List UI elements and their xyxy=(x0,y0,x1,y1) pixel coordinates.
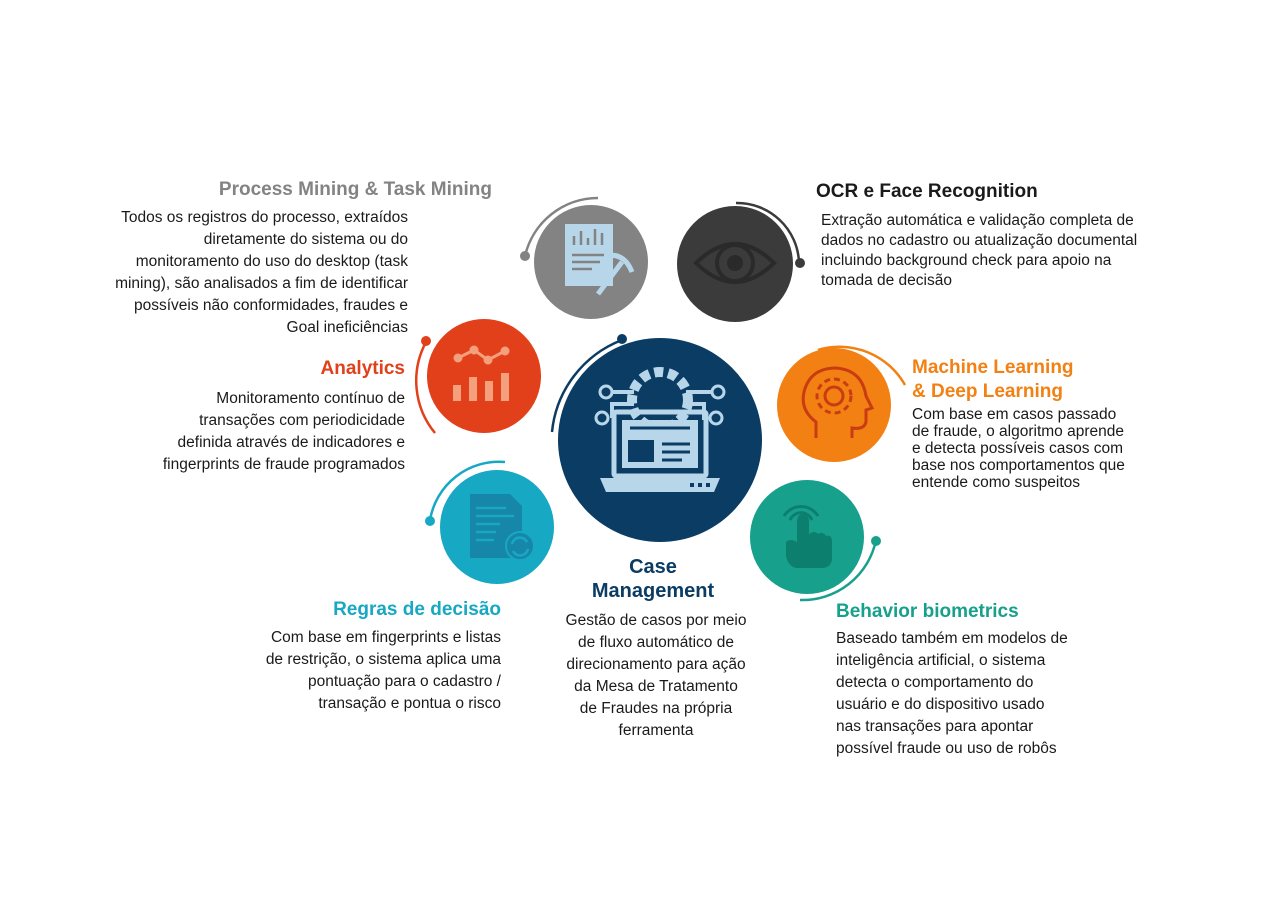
case-management-description: Gestão de casos por meio de fluxo automá… xyxy=(530,610,782,742)
touch-finger-icon xyxy=(782,505,832,568)
case-management-arc xyxy=(550,338,623,433)
process-mining-arc xyxy=(523,196,599,257)
process-mining-line: mining), são analisados a fim de identif… xyxy=(115,275,408,292)
machine-learning-title-line: Machine Learning xyxy=(912,357,1074,378)
behavior-node xyxy=(750,480,881,602)
process-mining-node xyxy=(520,196,648,319)
regras-line: pontuação para o cadastro / xyxy=(307,673,501,690)
behavior-title: Behavior biometrics xyxy=(836,601,1019,622)
report-chart-pickaxe-icon xyxy=(565,224,635,296)
analytics-arc-dot xyxy=(421,336,431,346)
machine-learning-line: Com base em casos passado xyxy=(912,406,1117,423)
regras-line: Com base em fingerprints e listas xyxy=(270,629,501,646)
machine-learning-title-line: & Deep Learning xyxy=(912,381,1063,402)
behavior-line: usuário e do dispositivo usado xyxy=(836,696,1045,713)
machine-learning-line: entende como suspeitos xyxy=(912,474,1081,491)
regras-arc xyxy=(428,460,506,521)
behavior-line: nas transações para apontar xyxy=(836,718,1034,735)
line-bar-chart-icon xyxy=(453,345,510,401)
behavior-text: Behavior biometrics xyxy=(836,600,1096,624)
regras-text: Regras de decisão xyxy=(270,598,501,622)
analytics-line: fingerprints de fraude programados xyxy=(162,456,405,473)
process-mining-title: Process Mining & Task Mining xyxy=(218,179,492,200)
behavior-line: detecta o comportamento do xyxy=(836,674,1034,691)
case-management-title-line: Case xyxy=(629,556,677,578)
analytics-line: definida através de indicadores e xyxy=(177,434,405,451)
case-management-text: Case Management xyxy=(553,555,753,603)
process-mining-line: Goal ineficiências xyxy=(286,319,408,336)
analytics-node xyxy=(415,319,541,434)
ocr-line: Extração automática e validação completa… xyxy=(821,212,1134,229)
regras-arc-dot xyxy=(425,516,435,526)
machine-learning-line: e detecta possíveis casos com xyxy=(912,440,1124,457)
ocr-line: tomada de decisão xyxy=(821,272,952,289)
behavior-line: inteligência artificial, o sistema xyxy=(836,652,1046,669)
case-management-line: de fluxo automático de xyxy=(578,634,734,651)
behavior-description: Baseado também em modelos de inteligênci… xyxy=(836,628,1136,760)
regras-description: Com base em fingerprints e listas de res… xyxy=(200,627,501,715)
regras-node xyxy=(425,460,554,584)
case-management-line: Gestão de casos por meio xyxy=(565,612,747,629)
laptop-gear-circuit-icon xyxy=(594,367,726,492)
case-management-line: da Mesa de Tratamento xyxy=(574,678,738,695)
analytics-line: transações com periodicidade xyxy=(199,412,405,429)
head-gear-icon xyxy=(801,366,875,438)
document-refresh-icon xyxy=(470,494,535,561)
ocr-line: dados no cadastro ou atualização documen… xyxy=(821,232,1138,249)
analytics-arc xyxy=(415,341,436,434)
analytics-line: Monitoramento contínuo de xyxy=(216,390,405,407)
ocr-text: OCR e Face Recognition xyxy=(816,180,1216,204)
regras-line: de restrição, o sistema aplica uma xyxy=(265,651,501,668)
case-management-line: de Fraudes na própria xyxy=(579,700,733,717)
machine-learning-node xyxy=(777,345,907,462)
regras-title: Regras de decisão xyxy=(333,599,501,620)
ocr-description: Extração automática e validação completa… xyxy=(821,211,1221,291)
analytics-title: Analytics xyxy=(320,358,405,379)
machine-learning-line: base nos comportamentos que xyxy=(912,457,1125,474)
behavior-line: possível fraude ou uso de robôs xyxy=(836,740,1057,757)
process-mining-line: possíveis não conformidades, fraudes e xyxy=(134,297,408,314)
behavior-arc-dot xyxy=(871,536,881,546)
machine-learning-arc xyxy=(817,345,907,386)
ocr-arc xyxy=(735,201,801,263)
case-management-title-line: Management xyxy=(591,580,715,602)
regras-line: transação e pontua o risco xyxy=(318,695,501,712)
case-management-arc-dot xyxy=(617,334,627,344)
process-mining-description: Todos os registros do processo, extraído… xyxy=(50,207,408,339)
eye-icon xyxy=(693,242,777,284)
ocr-line: incluindo background check para apoio na xyxy=(821,252,1112,269)
ocr-node xyxy=(677,201,805,322)
ocr-title: OCR e Face Recognition xyxy=(816,181,1038,202)
machine-learning-text: Machine Learning & Deep Learning xyxy=(912,356,1172,404)
analytics-description: Monitoramento contínuo de transações com… xyxy=(100,388,405,476)
ocr-arc-dot xyxy=(795,258,805,268)
process-mining-line: monitoramento do uso do desktop (task xyxy=(135,253,408,270)
case-management-line: ferramenta xyxy=(618,722,694,739)
analytics-text: Analytics xyxy=(205,357,405,381)
behavior-line: Baseado também em modelos de xyxy=(836,630,1068,647)
process-mining-line: diretamente do sistema ou do xyxy=(203,231,408,248)
process-mining-text: Process Mining & Task Mining xyxy=(60,178,492,202)
behavior-arc xyxy=(799,539,878,602)
process-mining-line: Todos os registros do processo, extraído… xyxy=(121,209,408,226)
analytics-circle xyxy=(427,319,541,433)
case-management-line: direcionamento para ação xyxy=(566,656,746,673)
case-management-node xyxy=(550,334,762,542)
process-mining-arc-dot xyxy=(520,251,530,261)
machine-learning-line: de fraude, o algoritmo aprende xyxy=(912,423,1124,440)
machine-learning-description: Com base em casos passado de fraude, o a… xyxy=(912,406,1192,491)
